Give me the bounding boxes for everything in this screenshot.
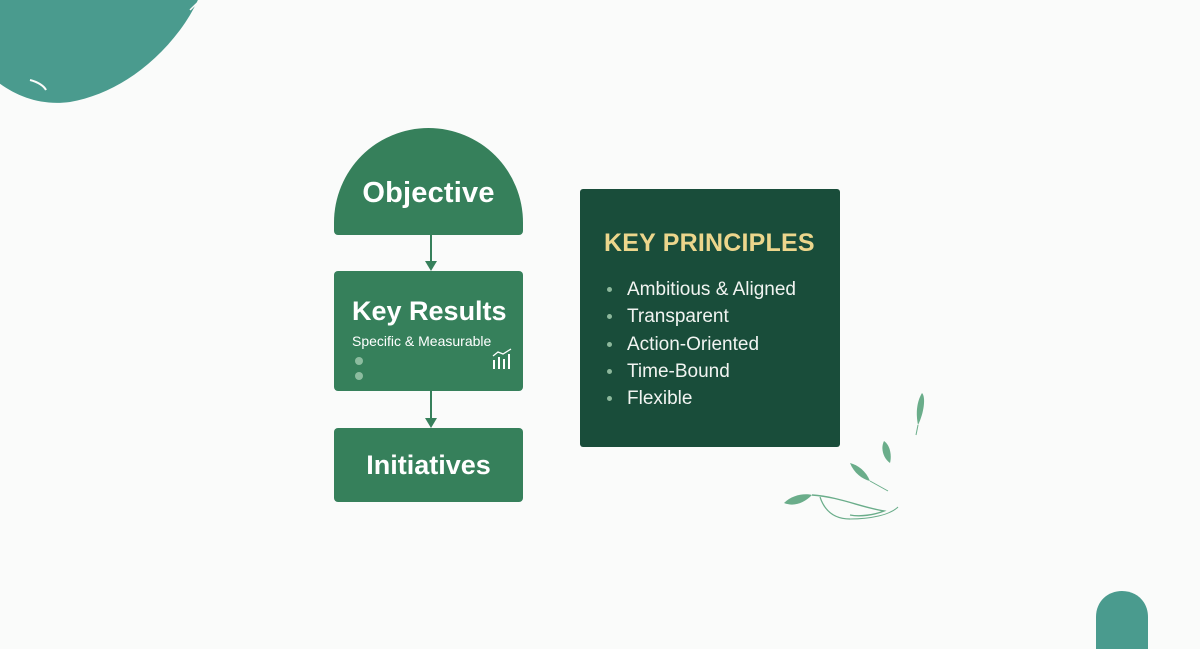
- arrow-down-icon: [425, 235, 437, 271]
- principle-item: Ambitious & Aligned: [602, 276, 796, 303]
- bullet-dot-icon: [355, 372, 363, 380]
- principle-item: Flexible: [602, 385, 796, 412]
- bullet-icon: [607, 314, 612, 320]
- bar-chart-trend-icon: [492, 348, 512, 369]
- key-principles-panel: KEY PRINCIPLES Ambitious & Aligned Trans…: [580, 189, 840, 447]
- teal-paint-blob-top-left: [0, 0, 203, 103]
- decorative-leaves-icon: [784, 393, 925, 520]
- key-results-label: Key Results: [352, 296, 507, 326]
- key-principles-title: KEY PRINCIPLES: [604, 229, 815, 257]
- arrow-down-icon: [425, 391, 437, 428]
- bullet-icon: [607, 341, 612, 347]
- initiatives-node: Initiatives: [334, 428, 523, 502]
- principle-item: Action-Oriented: [602, 331, 796, 358]
- objective-label: Objective: [362, 177, 495, 209]
- key-results-subtitle: Specific & Measurable: [352, 333, 492, 349]
- teal-paint-blob-bottom-right: [1096, 591, 1148, 649]
- principle-item: Time-Bound: [602, 358, 796, 385]
- key-results-node: Key Results Specific & Measurable: [334, 271, 523, 391]
- principles-list: Ambitious & Aligned Transparent Action-O…: [602, 276, 796, 412]
- bullet-icon: [607, 396, 612, 402]
- bullet-icon: [607, 287, 612, 293]
- objective-node: Objective: [334, 128, 523, 235]
- bullet-dot-icon: [355, 357, 363, 365]
- principle-item: Transparent: [602, 303, 796, 330]
- bullet-icon: [607, 369, 612, 375]
- initiatives-label: Initiatives: [366, 449, 491, 480]
